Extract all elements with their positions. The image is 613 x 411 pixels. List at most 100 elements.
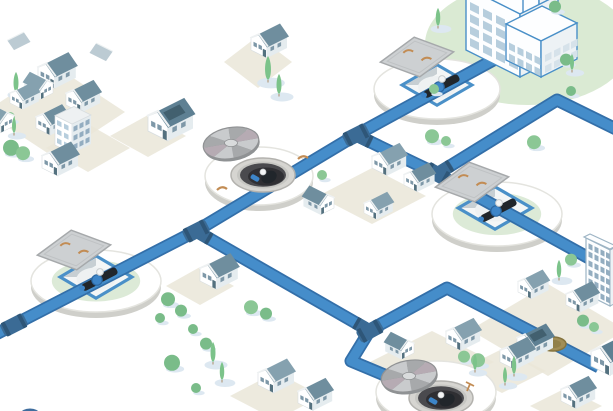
tower-window	[600, 249, 605, 257]
window	[323, 395, 327, 401]
lid-wedge	[228, 127, 249, 143]
roof-trim	[198, 263, 219, 278]
roof-slope	[369, 191, 395, 211]
window	[502, 354, 506, 360]
window	[45, 73, 50, 81]
partial-roof	[89, 43, 113, 62]
pump-cap	[495, 199, 503, 207]
window	[85, 136, 90, 144]
tree-crown	[276, 74, 282, 94]
window	[594, 356, 599, 364]
house	[564, 281, 601, 313]
window	[568, 395, 572, 402]
door	[53, 166, 57, 176]
window	[85, 118, 90, 126]
fitting-sleeve	[182, 219, 210, 243]
door	[576, 303, 580, 312]
window	[4, 121, 8, 127]
tree-cypress	[214, 362, 236, 388]
lid-handle	[402, 49, 414, 54]
tower-window	[594, 263, 599, 271]
tree-crown	[164, 354, 180, 371]
tree-cypress	[7, 117, 27, 140]
plant-window	[483, 32, 492, 45]
tower-window	[594, 246, 599, 254]
plant-window	[534, 66, 541, 77]
tower-window	[600, 284, 605, 292]
window	[379, 162, 383, 169]
lid-hub	[402, 371, 416, 380]
plant-window	[496, 27, 505, 40]
tree-shadow	[565, 69, 585, 77]
house	[296, 377, 335, 411]
door	[528, 290, 531, 299]
window	[579, 396, 583, 403]
lid-wedge	[209, 127, 231, 143]
lid-wedge	[203, 143, 231, 158]
tree-crown	[175, 304, 187, 317]
door	[46, 126, 50, 135]
house	[9, 81, 41, 110]
plant-window	[496, 39, 505, 52]
apartment-block	[54, 106, 92, 154]
tree-crown	[13, 72, 19, 92]
window	[405, 348, 408, 354]
lid-handle	[457, 174, 469, 179]
window	[207, 274, 212, 282]
roof-trim	[403, 170, 420, 183]
window	[409, 346, 412, 352]
window	[583, 300, 587, 307]
tree-round	[317, 170, 331, 183]
window	[61, 163, 66, 170]
window	[220, 276, 225, 283]
tree-cypress	[468, 354, 488, 377]
window	[31, 96, 35, 102]
roof-slope	[567, 375, 598, 399]
platform-handle	[216, 186, 228, 191]
lid-wedge	[409, 361, 437, 376]
tower-window	[594, 272, 599, 280]
tree-shadow	[468, 369, 488, 377]
solar-panels	[163, 104, 186, 121]
tower-window	[606, 278, 610, 286]
tree-cypress	[551, 260, 573, 286]
pump-elbow	[490, 205, 502, 217]
lid-wedge	[203, 135, 231, 148]
roof-slope	[15, 81, 41, 101]
lid-wedge	[231, 143, 253, 159]
door	[383, 166, 387, 176]
tree-round	[16, 146, 35, 163]
plant-window	[470, 2, 479, 15]
window	[8, 118, 12, 125]
tree-round	[175, 304, 191, 319]
door	[402, 351, 405, 359]
window	[16, 98, 19, 104]
roof-slope	[72, 79, 103, 103]
door	[1, 124, 4, 133]
window	[73, 99, 77, 106]
side-wall	[385, 341, 402, 360]
plant-window	[545, 62, 552, 73]
plant-window	[534, 55, 541, 66]
window	[464, 338, 468, 345]
roof-trim	[146, 109, 171, 128]
plant-window	[509, 53, 515, 64]
roof-slope	[45, 52, 78, 78]
door	[19, 101, 22, 109]
pipe-branch-left	[192, 225, 374, 337]
tower-window	[588, 243, 593, 251]
pump-pipe-stub	[421, 92, 427, 98]
ground-patch	[318, 168, 426, 224]
roof-slope	[506, 336, 537, 360]
tower-window	[600, 293, 605, 301]
tree-crown	[570, 54, 574, 70]
tree-crown	[527, 135, 541, 150]
side-wall	[533, 336, 553, 358]
tree-crown	[260, 307, 272, 320]
window	[202, 272, 207, 279]
tree-crown	[188, 324, 198, 334]
tree-round	[565, 253, 581, 268]
side-wall	[376, 201, 393, 220]
house	[6, 31, 31, 51]
lid-wedge	[213, 143, 234, 159]
